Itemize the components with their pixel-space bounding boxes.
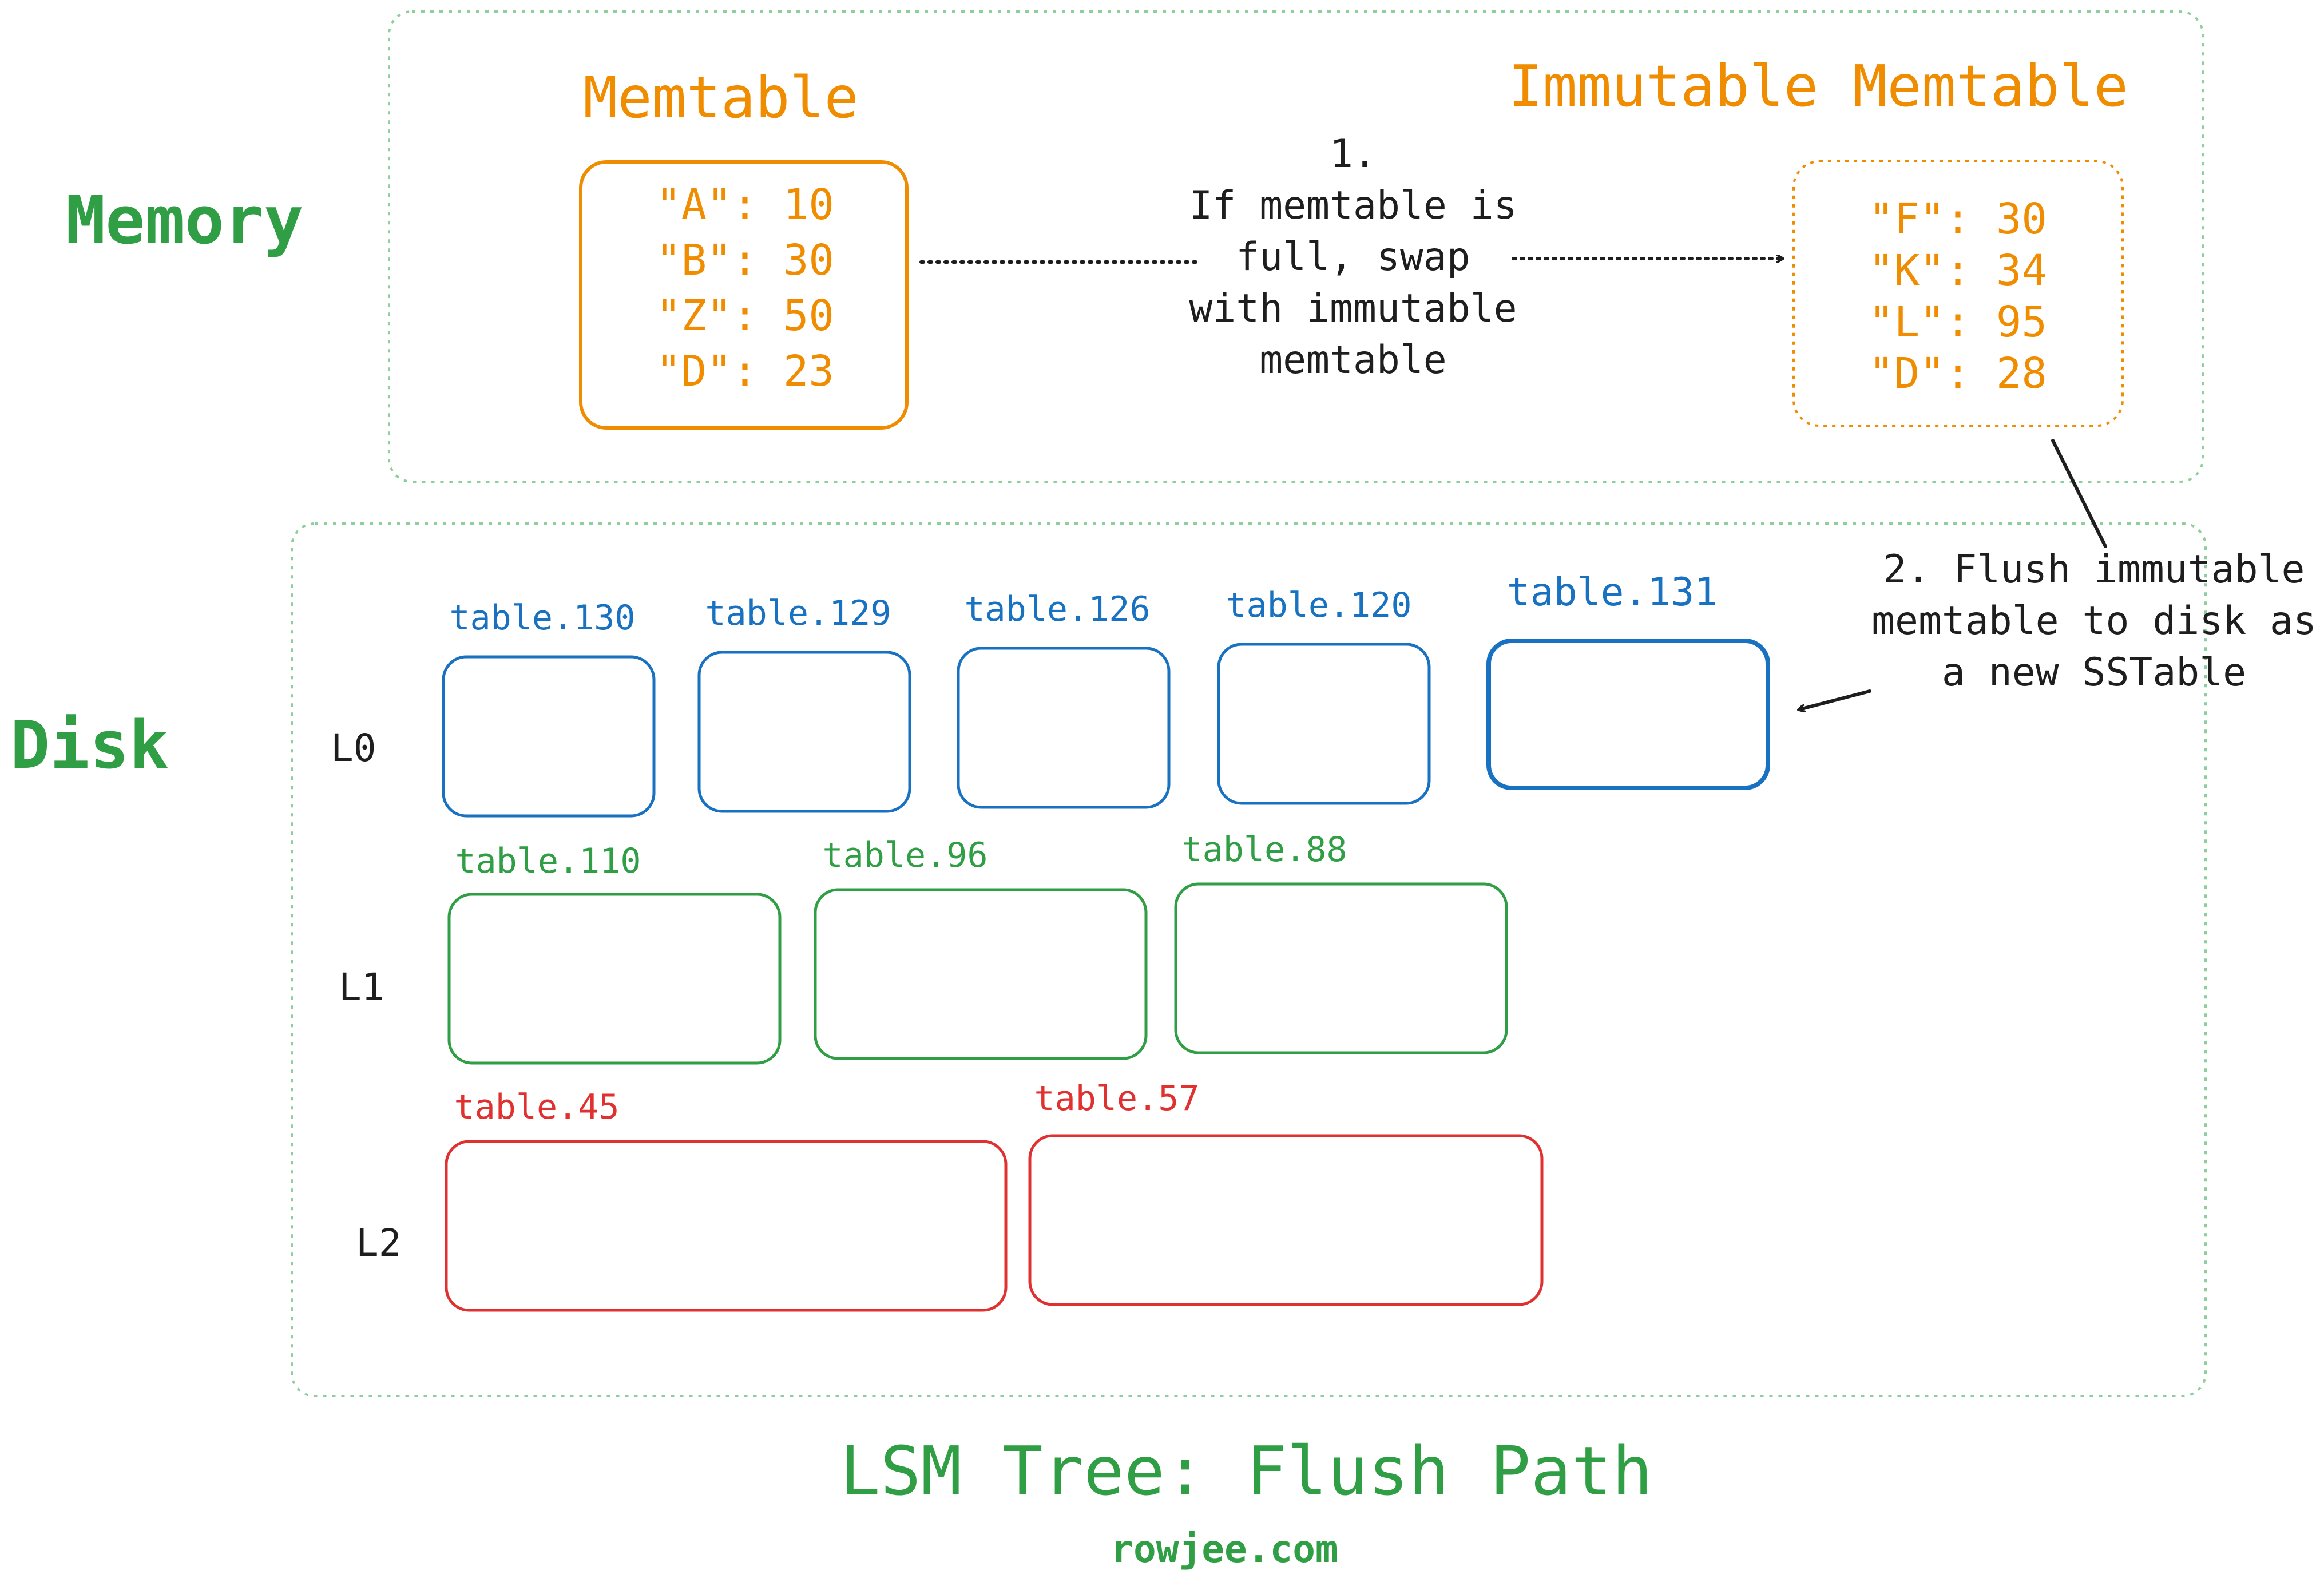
step2-text: memtable to disk as xyxy=(1871,598,2317,644)
sstable-label: table.57 xyxy=(1034,1079,1200,1119)
sstable-box xyxy=(447,893,782,1065)
level-label-l1: L1 xyxy=(339,965,384,1009)
step1-text: memtable xyxy=(1259,338,1447,383)
memtable-title: Memtable xyxy=(583,64,859,131)
flush-arrow xyxy=(1799,689,1871,709)
disk-label: Disk xyxy=(10,707,169,784)
immutable-memtable-title: Immutable Memtable xyxy=(1508,53,2128,120)
step2-text: 2. Flush immutable xyxy=(1883,547,2305,592)
immutable-memtable-box xyxy=(1792,160,2124,427)
sstable-box xyxy=(442,655,656,818)
step1-text: If memtable is xyxy=(1189,183,1517,228)
immutable-entry: "K": 34 xyxy=(1869,246,2047,295)
sstable-label-new: table.131 xyxy=(1507,570,1718,615)
flush-connector xyxy=(2051,439,2107,548)
sstable-box xyxy=(1217,643,1431,805)
sstable-box xyxy=(1028,1134,1544,1306)
memtable-entry: "A": 10 xyxy=(656,180,834,229)
step1-text: with immutable xyxy=(1189,286,1517,331)
sstable-label: table.120 xyxy=(1226,585,1411,625)
memtable-entry: "D": 23 xyxy=(656,347,834,396)
memory-label: Memory xyxy=(66,183,303,259)
sstable-label: table.130 xyxy=(449,598,635,638)
step1-text: full, swap xyxy=(1236,235,1470,280)
disk-region xyxy=(291,522,2207,1397)
memory-region xyxy=(388,10,2204,483)
sstable-label: table.96 xyxy=(823,835,988,875)
sstable-label: table.110 xyxy=(455,841,641,881)
sstable-box-new xyxy=(1486,639,1770,790)
immutable-entry: "D": 28 xyxy=(1869,349,2047,398)
sstable-box xyxy=(445,1140,1008,1312)
level-label-l2: L2 xyxy=(356,1221,401,1265)
sstable-box xyxy=(1174,882,1508,1054)
sstable-label: table.88 xyxy=(1182,830,1347,870)
level-label-l0: L0 xyxy=(331,726,376,770)
immutable-entry: "L": 95 xyxy=(1869,298,2047,347)
sstable-label: table.126 xyxy=(964,589,1150,629)
step1-text: 1. xyxy=(1330,132,1377,177)
sstable-label: table.129 xyxy=(705,593,891,633)
memtable-entry: "Z": 50 xyxy=(656,291,834,340)
memtable-box xyxy=(579,160,909,430)
immutable-entry: "F": 30 xyxy=(1869,195,2047,244)
memtable-entry: "B": 30 xyxy=(656,236,834,285)
site-credit: rowjee.com xyxy=(1111,1527,1338,1571)
diagram-title: LSM Tree: Flush Path xyxy=(840,1432,1653,1510)
sstable-box xyxy=(697,651,911,813)
sstable-box xyxy=(957,647,1171,809)
sstable-box xyxy=(814,888,1148,1060)
sstable-label: table.45 xyxy=(454,1087,620,1127)
step2-text: a new SSTable xyxy=(1942,650,2246,695)
